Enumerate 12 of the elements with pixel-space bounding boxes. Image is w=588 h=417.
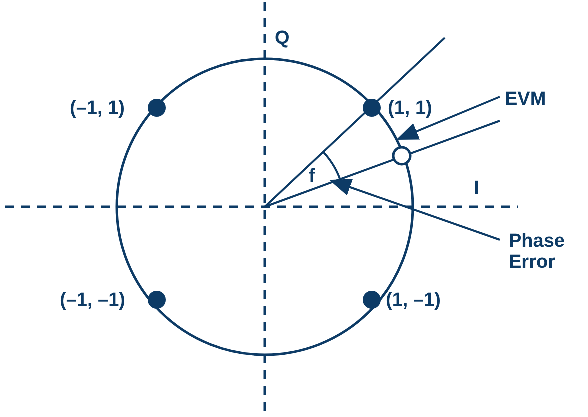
point-label: (1, 1) bbox=[388, 98, 432, 119]
point-label: (–1, 1) bbox=[70, 98, 125, 119]
axis-label: Q bbox=[275, 28, 290, 49]
leader-arrow bbox=[329, 179, 500, 241]
angle-label: f bbox=[309, 166, 316, 187]
measured-point bbox=[392, 146, 412, 166]
point-label: (1, –1) bbox=[386, 290, 441, 311]
point-label: (–1, –1) bbox=[60, 290, 126, 311]
leader-arrow bbox=[396, 96, 500, 140]
axis-label: I bbox=[474, 178, 480, 199]
callout-text: Phase Error bbox=[509, 231, 566, 273]
callout-text: EVM bbox=[505, 89, 546, 110]
